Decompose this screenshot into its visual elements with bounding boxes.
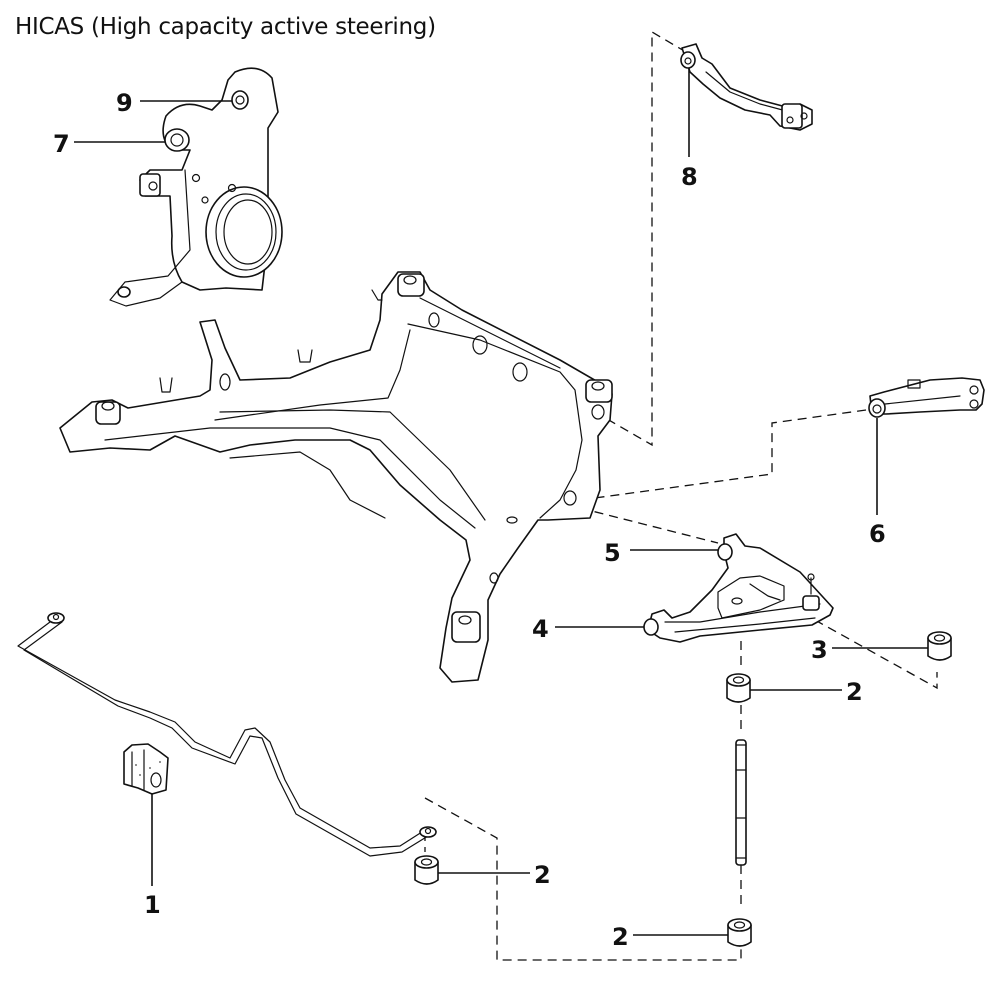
callout-3: 3 — [811, 636, 828, 664]
stabilizer-connecting-rod — [735, 739, 747, 866]
callout-1: 1 — [144, 891, 161, 919]
diagram-title: HICAS (High capacity active steering) — [15, 14, 436, 40]
knuckle-lower-bushing — [164, 128, 190, 152]
callout-5: 5 — [604, 539, 621, 567]
lower-arm-rear-bushing — [717, 543, 733, 561]
callout-6: 6 — [869, 520, 886, 548]
bushing-2-stabilizer — [414, 855, 439, 885]
bushing-2-arm — [726, 673, 751, 703]
lower-arm-front-bushing — [643, 618, 659, 636]
callout-9: 9 — [116, 89, 133, 117]
bushing-3 — [927, 631, 952, 661]
callout-7: 7 — [53, 130, 70, 158]
side-link-arm — [868, 377, 985, 418]
callout-4: 4 — [532, 615, 549, 643]
rear-subframe — [59, 271, 613, 683]
leader-lines — [74, 68, 928, 936]
callout-labels: 9 7 8 6 5 4 3 2 1 2 2 — [53, 89, 886, 951]
side-link-bushing — [868, 398, 886, 418]
callout-8: 8 — [681, 163, 698, 191]
upper-link-bushing — [680, 51, 696, 69]
stabilizer-bar-bushing — [123, 743, 169, 795]
bushing-cylinders — [414, 631, 952, 947]
lower-arm — [643, 533, 834, 643]
bushing-2-bottom — [727, 918, 752, 947]
callout-2-bottom: 2 — [612, 923, 629, 951]
callout-2-arm: 2 — [846, 678, 863, 706]
assembly-dashed-lines — [424, 30, 938, 961]
upper-link-arm — [680, 43, 813, 131]
callout-2-stabilizer: 2 — [534, 861, 551, 889]
rear-knuckle — [109, 67, 283, 307]
stabilizer-bar — [17, 612, 437, 857]
knuckle-upper-bushing — [231, 90, 249, 110]
